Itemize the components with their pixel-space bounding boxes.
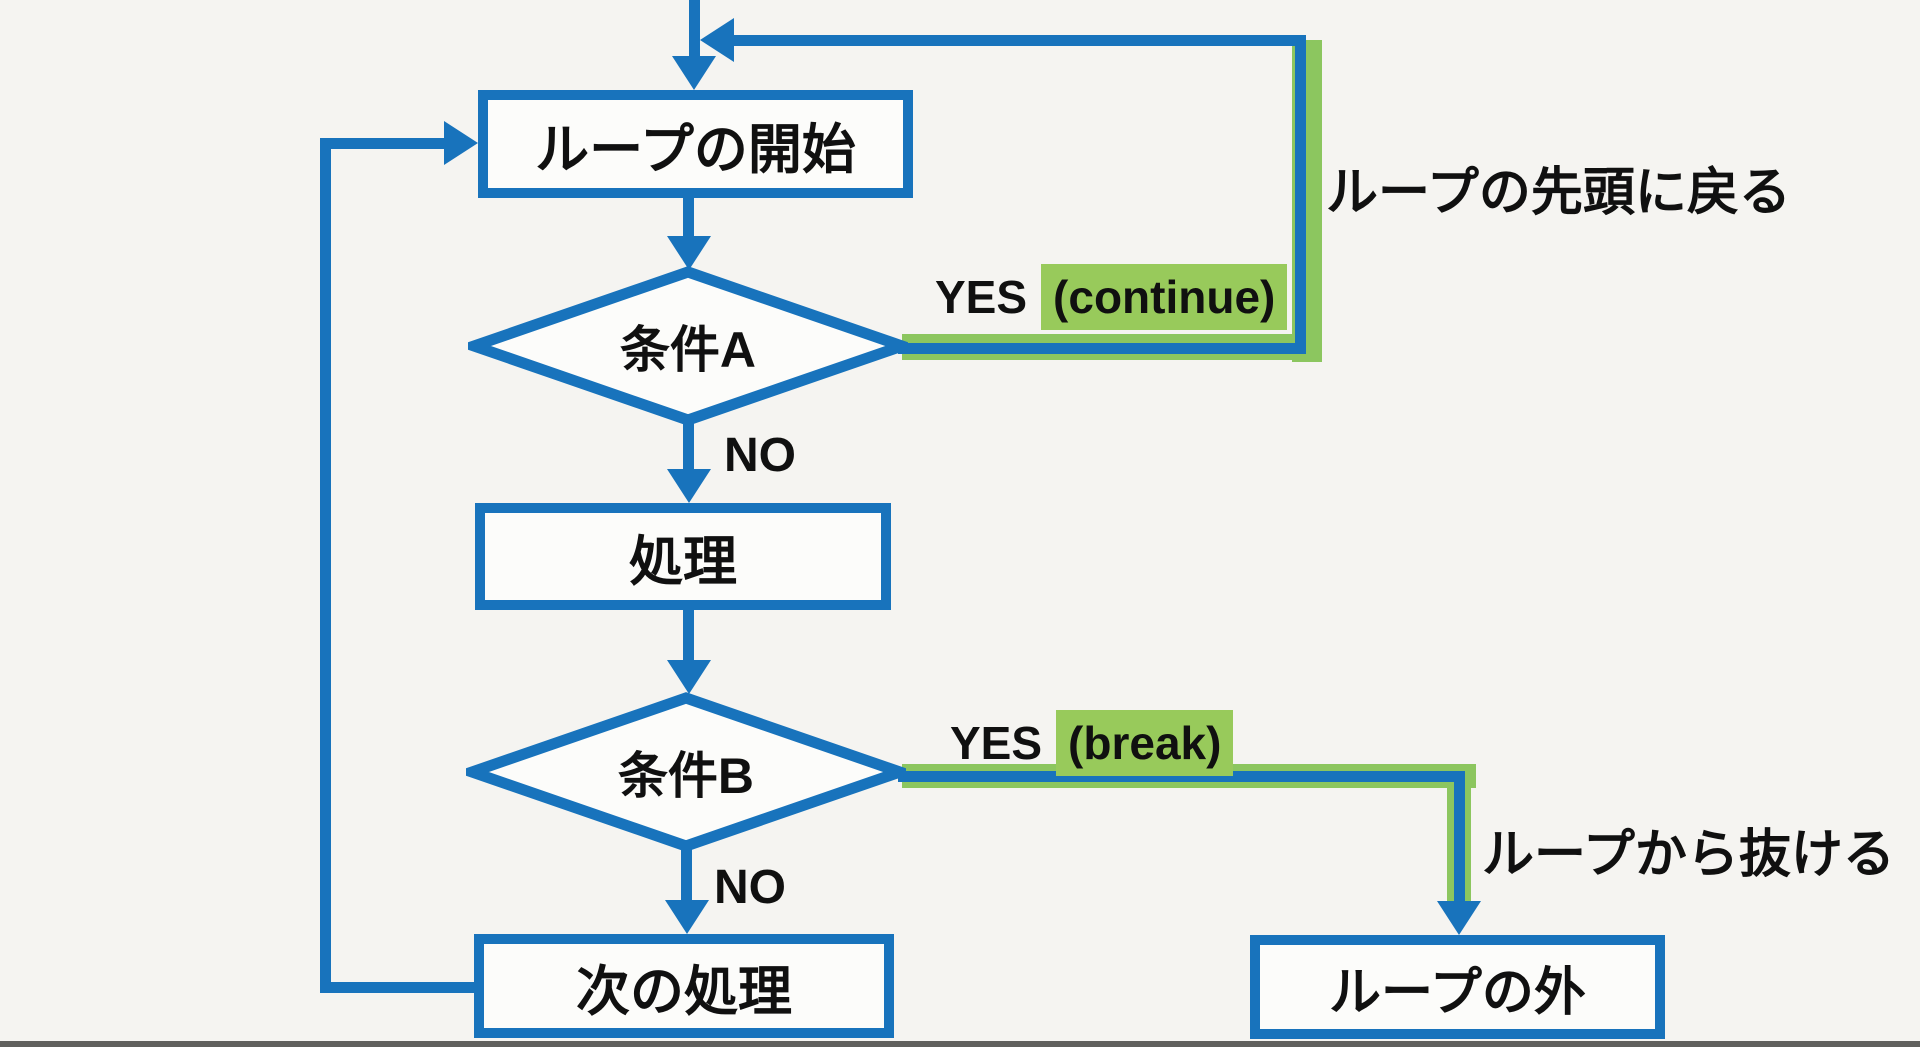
- node-process-label: 処理: [629, 532, 737, 592]
- node-condition-b: 条件B: [466, 692, 906, 852]
- node-loop-start: ループの開始: [478, 90, 913, 198]
- continue-path-horizontal: [898, 343, 1306, 354]
- entry-line: [689, 0, 700, 58]
- edge-loopstart-to-conditiona-line: [683, 198, 694, 240]
- loopback-bottom-horizontal: [320, 982, 474, 993]
- break-highlight: (break): [1056, 710, 1234, 776]
- edge-loopstart-to-conditiona-arrowhead-icon: [667, 236, 711, 270]
- node-loop-start-label: ループの開始: [535, 119, 856, 180]
- edge-conditionb-no-line: [681, 846, 692, 904]
- annotation-exit-loop: ループから抜ける: [1482, 826, 1895, 884]
- node-next-process: 次の処理: [474, 934, 894, 1038]
- label-no-condition-a: NO: [724, 429, 796, 482]
- node-outside-loop-label: ループの外: [1329, 963, 1586, 1022]
- node-condition-a: 条件A: [468, 266, 908, 426]
- continue-return-horizontal: [732, 35, 1306, 46]
- node-condition-b-label: 条件B: [617, 748, 755, 804]
- continue-return-arrowhead-icon: [700, 18, 734, 62]
- break-path-arrowhead-icon: [1437, 901, 1481, 935]
- edge-conditiona-no-arrowhead-icon: [667, 469, 711, 503]
- label-yes-break: YES (break): [950, 710, 1234, 776]
- edge-process-to-conditionb-arrowhead-icon: [667, 660, 711, 694]
- loopback-top-horizontal: [320, 138, 444, 149]
- continue-path-vertical: [1295, 35, 1306, 354]
- edge-process-to-conditionb-line: [683, 610, 694, 662]
- yes-continue-text: YES: [935, 271, 1028, 323]
- label-yes-continue: YES (continue): [935, 264, 1288, 330]
- loopback-arrowhead-icon: [444, 121, 478, 165]
- diamond-shape: [466, 692, 906, 852]
- diamond-shape: [468, 266, 908, 426]
- edge-conditiona-no-line: [683, 420, 694, 472]
- bottom-edge-strip: [0, 1041, 1920, 1047]
- node-next-process-label: 次の処理: [576, 961, 792, 1022]
- node-process: 処理: [475, 503, 891, 610]
- continue-highlight: (continue): [1041, 264, 1288, 330]
- node-outside-loop: ループの外: [1250, 935, 1665, 1039]
- yes-break-text: YES: [950, 717, 1043, 769]
- loopback-vertical: [320, 138, 331, 993]
- annotation-return-to-top: ループの先頭に戻る: [1326, 164, 1791, 222]
- label-no-condition-b: NO: [714, 861, 786, 914]
- break-path-vertical: [1454, 771, 1465, 901]
- edge-conditionb-no-arrowhead-icon: [665, 900, 709, 934]
- break-path-horizontal: [898, 771, 1465, 782]
- node-condition-a-label: 条件A: [619, 322, 757, 378]
